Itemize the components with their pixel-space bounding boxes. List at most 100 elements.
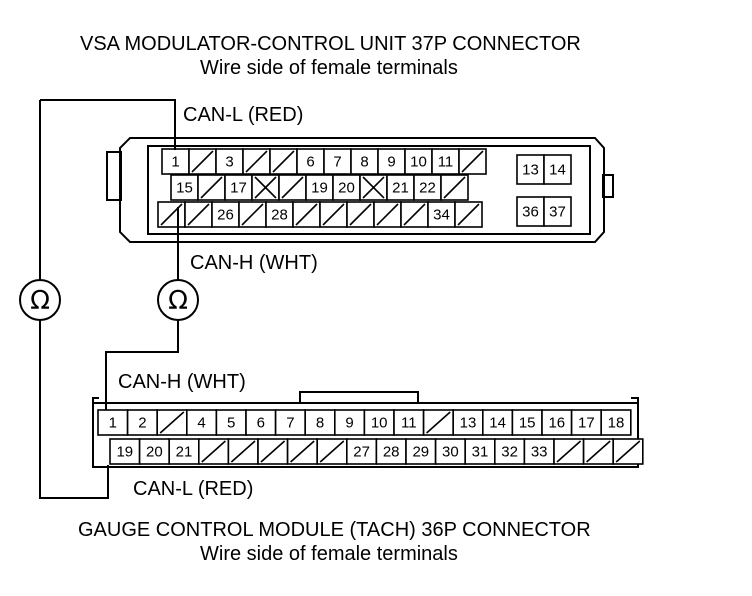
terminal-number: 19 [116, 444, 133, 461]
terminal-cell: 33 [523, 438, 555, 465]
terminal-number: 26 [217, 207, 234, 224]
terminal-number: 13 [460, 415, 477, 432]
terminal-number: 33 [531, 444, 548, 461]
terminal-number: 8 [360, 154, 368, 171]
unused-terminal-slash [586, 440, 611, 463]
terminal-cell [197, 174, 226, 201]
terminal-cell: 18 [600, 409, 632, 436]
terminal-number: 6 [306, 154, 314, 171]
terminal-cell: 11 [393, 409, 425, 436]
terminal-cell [346, 201, 375, 228]
terminal-number: 32 [501, 444, 518, 461]
terminal-number: 9 [345, 415, 353, 432]
terminal-number: 15 [176, 180, 193, 197]
terminal-number: 28 [271, 207, 288, 224]
terminal-number: 10 [371, 415, 388, 432]
terminal-cell: 10 [363, 409, 395, 436]
ohm-symbol: Ω [168, 286, 188, 316]
terminal-cell: 36 [516, 196, 545, 227]
terminal-cell [612, 438, 644, 465]
terminal-cell: 30 [434, 438, 467, 465]
terminal-number: 28 [383, 444, 400, 461]
terminal-cell: 28 [265, 201, 294, 228]
terminal-number: 36 [522, 204, 539, 221]
unused-terminal-slash [159, 411, 185, 434]
terminal-number: 19 [311, 180, 328, 197]
terminal-number: 16 [548, 415, 565, 432]
unused-terminal-slash [230, 440, 256, 463]
terminal-number: 15 [519, 415, 536, 432]
terminal-number: 5 [227, 415, 235, 432]
terminal-number: 8 [316, 415, 324, 432]
unused-terminal-slash [615, 440, 641, 463]
terminal-cell: 21 [168, 438, 200, 465]
terminal-number: 21 [176, 444, 193, 461]
unused-terminal-slash [319, 440, 345, 463]
terminal-number: 22 [419, 180, 436, 197]
terminal-cell [582, 438, 614, 465]
gauge-can-h-wire [105, 320, 179, 410]
terminal-cell: 17 [224, 174, 253, 201]
terminal-cell: 6 [245, 409, 277, 436]
unused-terminal-slash [322, 203, 345, 226]
terminal-cell: 7 [323, 148, 352, 175]
unused-terminal-slash [200, 176, 223, 199]
terminal-number: 17 [578, 415, 595, 432]
terminal-cell [238, 201, 267, 228]
terminal-number: 9 [387, 154, 395, 171]
terminal-number: 18 [608, 415, 625, 432]
terminal-number: 4 [197, 415, 205, 432]
terminal-cell: 13 [516, 154, 545, 185]
terminal-cell: 19 [109, 438, 141, 465]
terminal-number: 11 [401, 415, 417, 432]
unused-terminal-slash [403, 203, 426, 226]
terminal-number: 11 [438, 154, 454, 171]
terminal-number: 20 [338, 180, 355, 197]
unused-terminal-slash [191, 150, 214, 173]
ohmmeter-can-l: Ω [19, 279, 61, 321]
terminal-cell: 32 [493, 438, 526, 465]
terminal-number: 21 [392, 180, 409, 197]
terminal-cell: 13 [452, 409, 484, 436]
terminal-number: 6 [257, 415, 265, 432]
terminal-cell: 4 [186, 409, 218, 436]
terminal-number: 1 [171, 154, 179, 171]
terminal-cell [316, 438, 348, 465]
ohm-symbol: Ω [30, 286, 50, 316]
terminal-cell [184, 201, 213, 228]
terminal-cell: 3 [215, 148, 244, 175]
unused-terminal-slash [281, 176, 304, 199]
terminal-number: 30 [442, 444, 459, 461]
unused-terminal-slash [349, 203, 372, 226]
terminal-cell: 34 [427, 201, 456, 228]
terminal-cell [257, 438, 289, 465]
terminal-cell: 14 [543, 154, 572, 185]
unused-terminal-slash [295, 203, 318, 226]
terminal-number: 13 [522, 162, 539, 179]
terminal-cell: 1 [97, 409, 129, 436]
terminal-number: 17 [230, 180, 247, 197]
unused-terminal-slash [556, 440, 582, 463]
terminal-cell: 1 [161, 148, 190, 175]
top-connector-subtitle: Wire side of female terminals [200, 57, 458, 79]
terminal-number: 29 [412, 444, 429, 461]
gauge-can-h-label: CAN-H (WHT) [118, 371, 246, 393]
terminal-cell: 2 [126, 409, 158, 436]
vsa-can-l-wire [40, 99, 176, 150]
terminal-cell: 9 [377, 148, 406, 175]
terminal-cell [458, 148, 487, 175]
terminal-number: 2 [138, 415, 146, 432]
terminal-cell: 26 [211, 201, 240, 228]
ohmmeter-can-h: Ω [157, 279, 199, 321]
terminal-cell: 8 [304, 409, 336, 436]
terminal-number: 34 [433, 207, 450, 224]
terminal-cell [188, 148, 217, 175]
terminal-cell: 15 [170, 174, 199, 201]
gauge-connector [92, 391, 639, 468]
terminal-cell [440, 174, 469, 201]
terminal-cell: 17 [570, 409, 602, 436]
terminal-cell: 20 [332, 174, 361, 201]
unused-terminal-slash [457, 203, 480, 226]
